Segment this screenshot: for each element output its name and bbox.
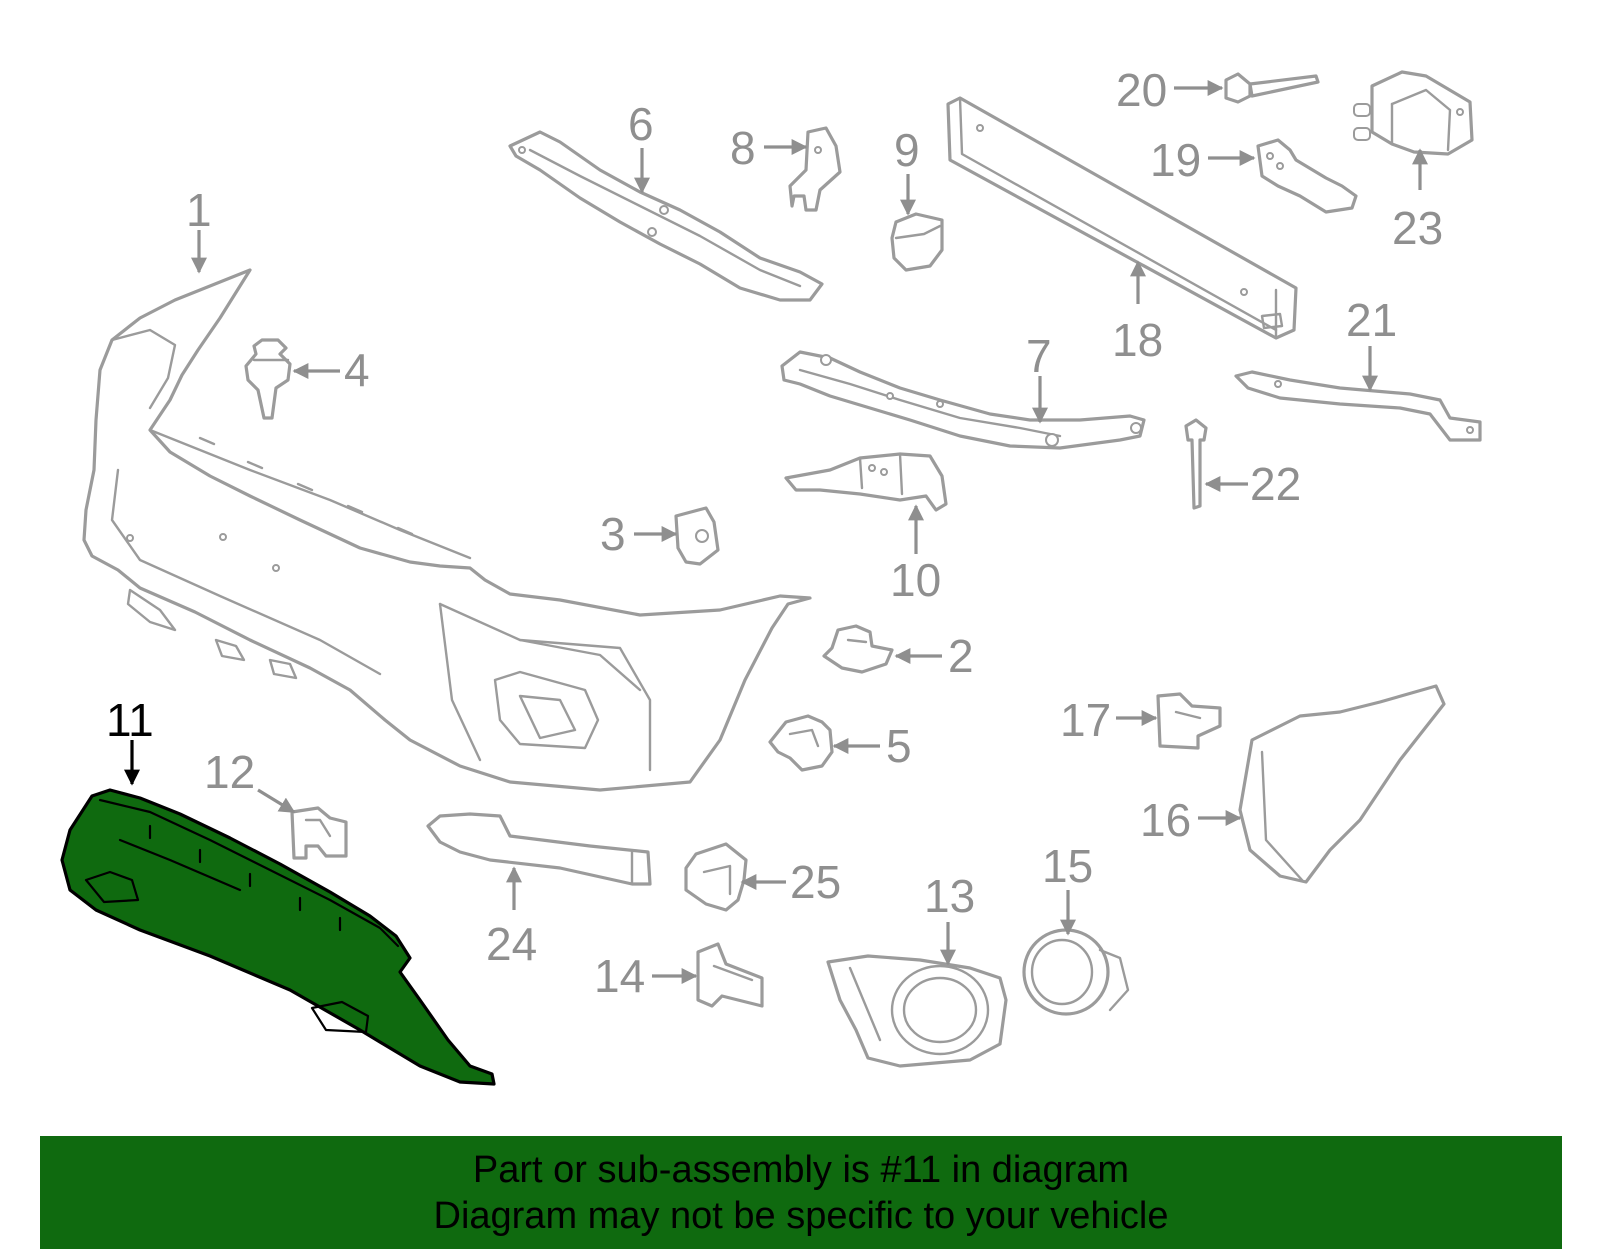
- callout-6: 6: [628, 98, 654, 150]
- callout-labels: 1 2 3 4 5 6 7 8 9 10 11 12 13 14 15 16 1…: [106, 64, 1443, 1002]
- callout-3: 3: [600, 508, 626, 560]
- part-2-nut[interactable]: [822, 624, 894, 674]
- part-12-bracket[interactable]: [290, 806, 348, 860]
- callout-15: 15: [1042, 840, 1093, 892]
- banner-line-part: Part or sub-assembly is #11 in diagram: [472, 1148, 1130, 1191]
- part-20-bolt[interactable]: [1224, 72, 1320, 104]
- callout-14: 14: [594, 950, 645, 1002]
- leader-lines: [124, 80, 1428, 984]
- part-7-support[interactable]: [780, 350, 1146, 450]
- part-6-support[interactable]: [508, 130, 824, 302]
- callout-18: 18: [1112, 314, 1163, 366]
- part-14-bracket[interactable]: [696, 942, 764, 1008]
- part-22-bolt[interactable]: [1184, 418, 1208, 510]
- callout-21: 21: [1346, 294, 1397, 346]
- part-13-fog-bezel[interactable]: [826, 954, 1008, 1068]
- callout-23: 23: [1392, 202, 1443, 254]
- part-8-bracket[interactable]: [788, 126, 842, 212]
- callout-24: 24: [486, 918, 537, 970]
- part-3-clip[interactable]: [674, 506, 720, 566]
- banner-line-disclaimer: Diagram may not be specific to your vehi…: [433, 1194, 1169, 1237]
- callout-13: 13: [924, 870, 975, 922]
- callout-2: 2: [948, 630, 974, 682]
- callout-25: 25: [790, 856, 841, 908]
- part-1-bumper-cover[interactable]: [82, 268, 812, 792]
- part-21-stay[interactable]: [1234, 370, 1482, 442]
- part-9-clip[interactable]: [890, 212, 944, 272]
- part-4-clip[interactable]: [244, 338, 292, 420]
- part-11-lower-spoiler[interactable]: [60, 788, 496, 1086]
- part-19-bracket[interactable]: [1256, 138, 1358, 214]
- part-17-bracket[interactable]: [1156, 692, 1222, 750]
- callout-10: 10: [890, 554, 941, 606]
- part-15-fog-lamp[interactable]: [1022, 928, 1130, 1016]
- part-23-bracket[interactable]: [1353, 70, 1474, 156]
- part-25-bracket[interactable]: [684, 842, 748, 912]
- callout-7: 7: [1026, 330, 1052, 382]
- part-5-retainer[interactable]: [768, 714, 834, 772]
- callout-17: 17: [1060, 694, 1111, 746]
- callout-12: 12: [204, 746, 255, 798]
- callout-20: 20: [1116, 64, 1167, 116]
- callout-16: 16: [1140, 794, 1191, 846]
- callout-22: 22: [1250, 458, 1301, 510]
- info-banner: Part or sub-assembly is #11 in diagram D…: [40, 1136, 1562, 1249]
- callout-5: 5: [886, 720, 912, 772]
- part-18-reinforcement[interactable]: [946, 96, 1298, 340]
- part-10-bracket[interactable]: [784, 452, 948, 512]
- callout-8: 8: [730, 122, 756, 174]
- callout-9: 9: [894, 124, 920, 176]
- part-24-molding[interactable]: [426, 812, 652, 886]
- callout-4: 4: [344, 344, 370, 396]
- callout-11: 11: [106, 694, 154, 746]
- callout-19: 19: [1150, 134, 1201, 186]
- callout-1: 1: [186, 184, 212, 236]
- part-16-extension[interactable]: [1238, 684, 1446, 884]
